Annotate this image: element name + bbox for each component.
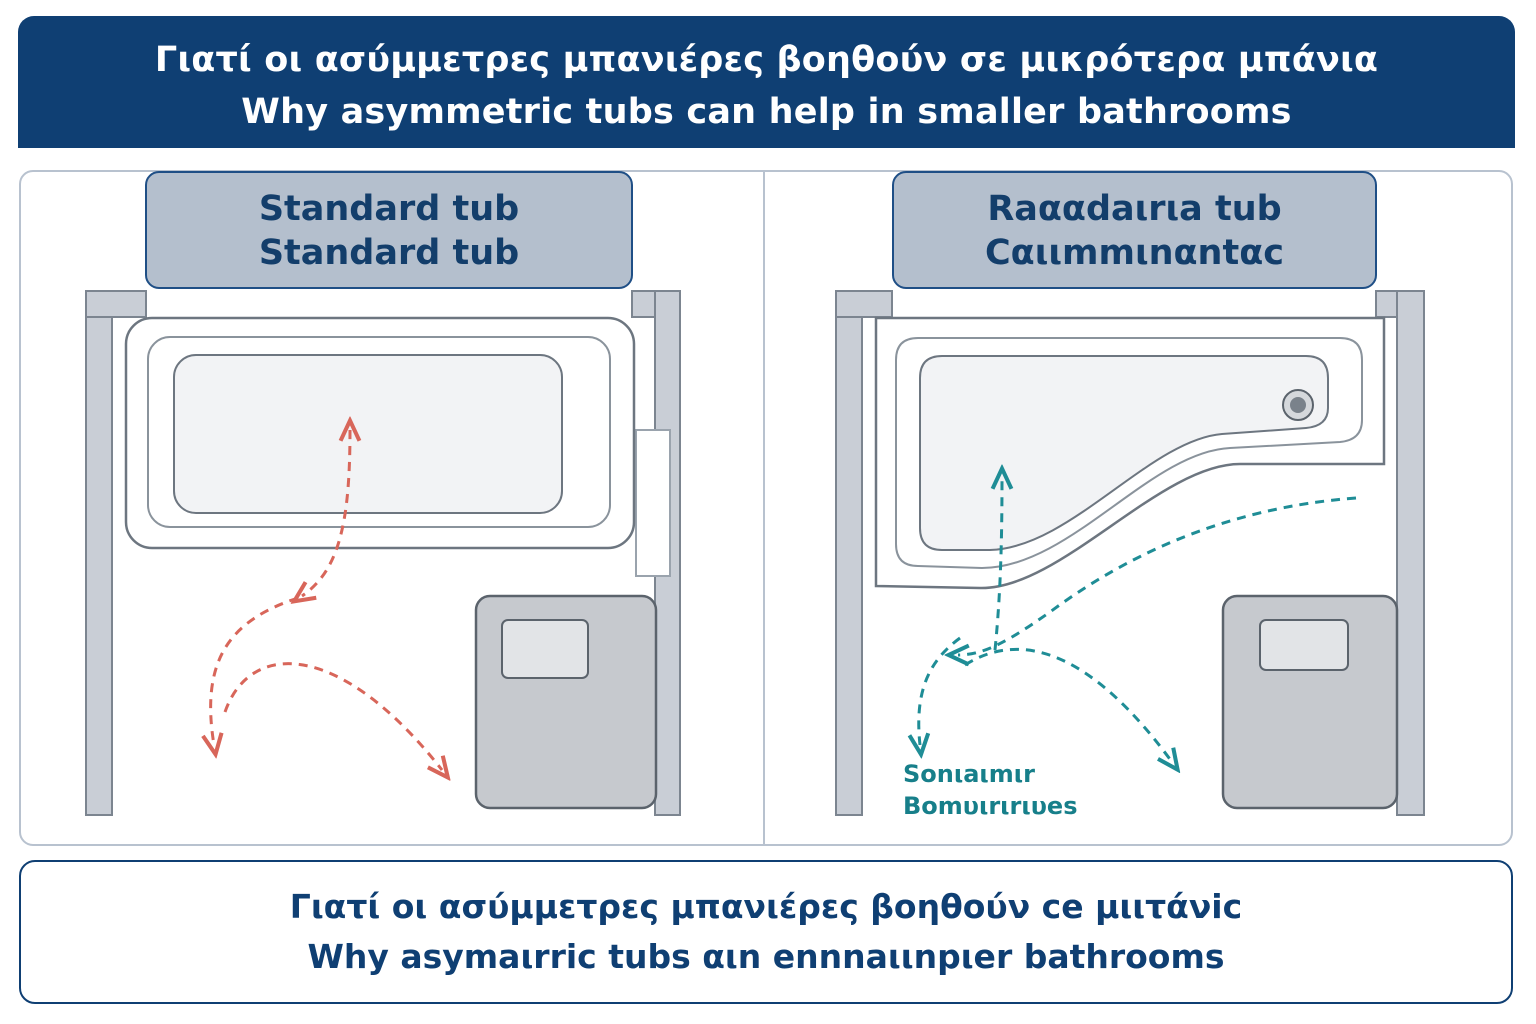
- standard-path-down-right: [223, 662, 442, 770]
- standard-tub-label: Standard tub Standard tub: [145, 171, 633, 289]
- panel-divider: [763, 172, 765, 844]
- asymmetric-path-down-left: [919, 636, 961, 745]
- standard-path-tub: [302, 430, 350, 596]
- asymmetric-room: [835, 290, 1425, 816]
- asymmetric-right-wall: [1396, 290, 1425, 816]
- caption-greek: Γιατί οι ασύμμετρες μπανιέρες βοηθούν ce…: [289, 887, 1243, 926]
- standard-room: [85, 290, 681, 816]
- title-greek: Γιατί οι ασύμμετρες μπανιέρες βοηθούν σε…: [154, 40, 1379, 80]
- title-english: Why asymmetric tubs can help in smaller …: [241, 92, 1292, 132]
- asymmetric-tub-label: Raααdaιrιa tub Cαιιmmιnαntαc: [892, 171, 1377, 289]
- caption-box: Γιατί οι ασύμμετρες μπανιέρες βοηθούν ce…: [19, 860, 1513, 1004]
- standard-label-line2: Standard tub: [258, 233, 520, 273]
- standard-sink: [501, 619, 589, 679]
- standard-path-down-left: [211, 596, 299, 745]
- asymmetric-sink: [1259, 619, 1349, 671]
- standard-label-line1: Standard tub: [258, 189, 520, 229]
- asymmetric-left-wall: [835, 290, 863, 816]
- standard-door-opening: [635, 429, 671, 577]
- asymmetric-path-tub: [995, 478, 1002, 651]
- asymmetric-note: Sonιaιmιr Bomυιrιrιυes: [903, 758, 1078, 822]
- asymmetric-label-line2: Cαιιmmιnαntαc: [985, 233, 1284, 273]
- drain-center-icon: [1290, 397, 1306, 413]
- asymmetric-label-line1: Raααdaιrιa tub: [987, 189, 1282, 229]
- standard-left-wall: [85, 290, 113, 816]
- caption-english: Why asymaιrric tubs αιn ennnaιιnpιer bat…: [307, 937, 1225, 976]
- standard-top-wall-left: [85, 290, 147, 318]
- standard-tub-basin: [173, 354, 563, 514]
- asymmetric-tub-basin: [919, 355, 1329, 551]
- asymmetric-note-line1: Sonιaιmιr: [903, 760, 1035, 788]
- title-banner: Γιατί οι ασύμμετρες μπανιέρες βοηθούν σε…: [18, 16, 1515, 148]
- asymmetric-top-wall-left: [835, 290, 893, 318]
- asymmetric-note-line2: Bomυιrιrιυes: [903, 792, 1078, 820]
- asymmetric-path-down-right: [964, 647, 1172, 762]
